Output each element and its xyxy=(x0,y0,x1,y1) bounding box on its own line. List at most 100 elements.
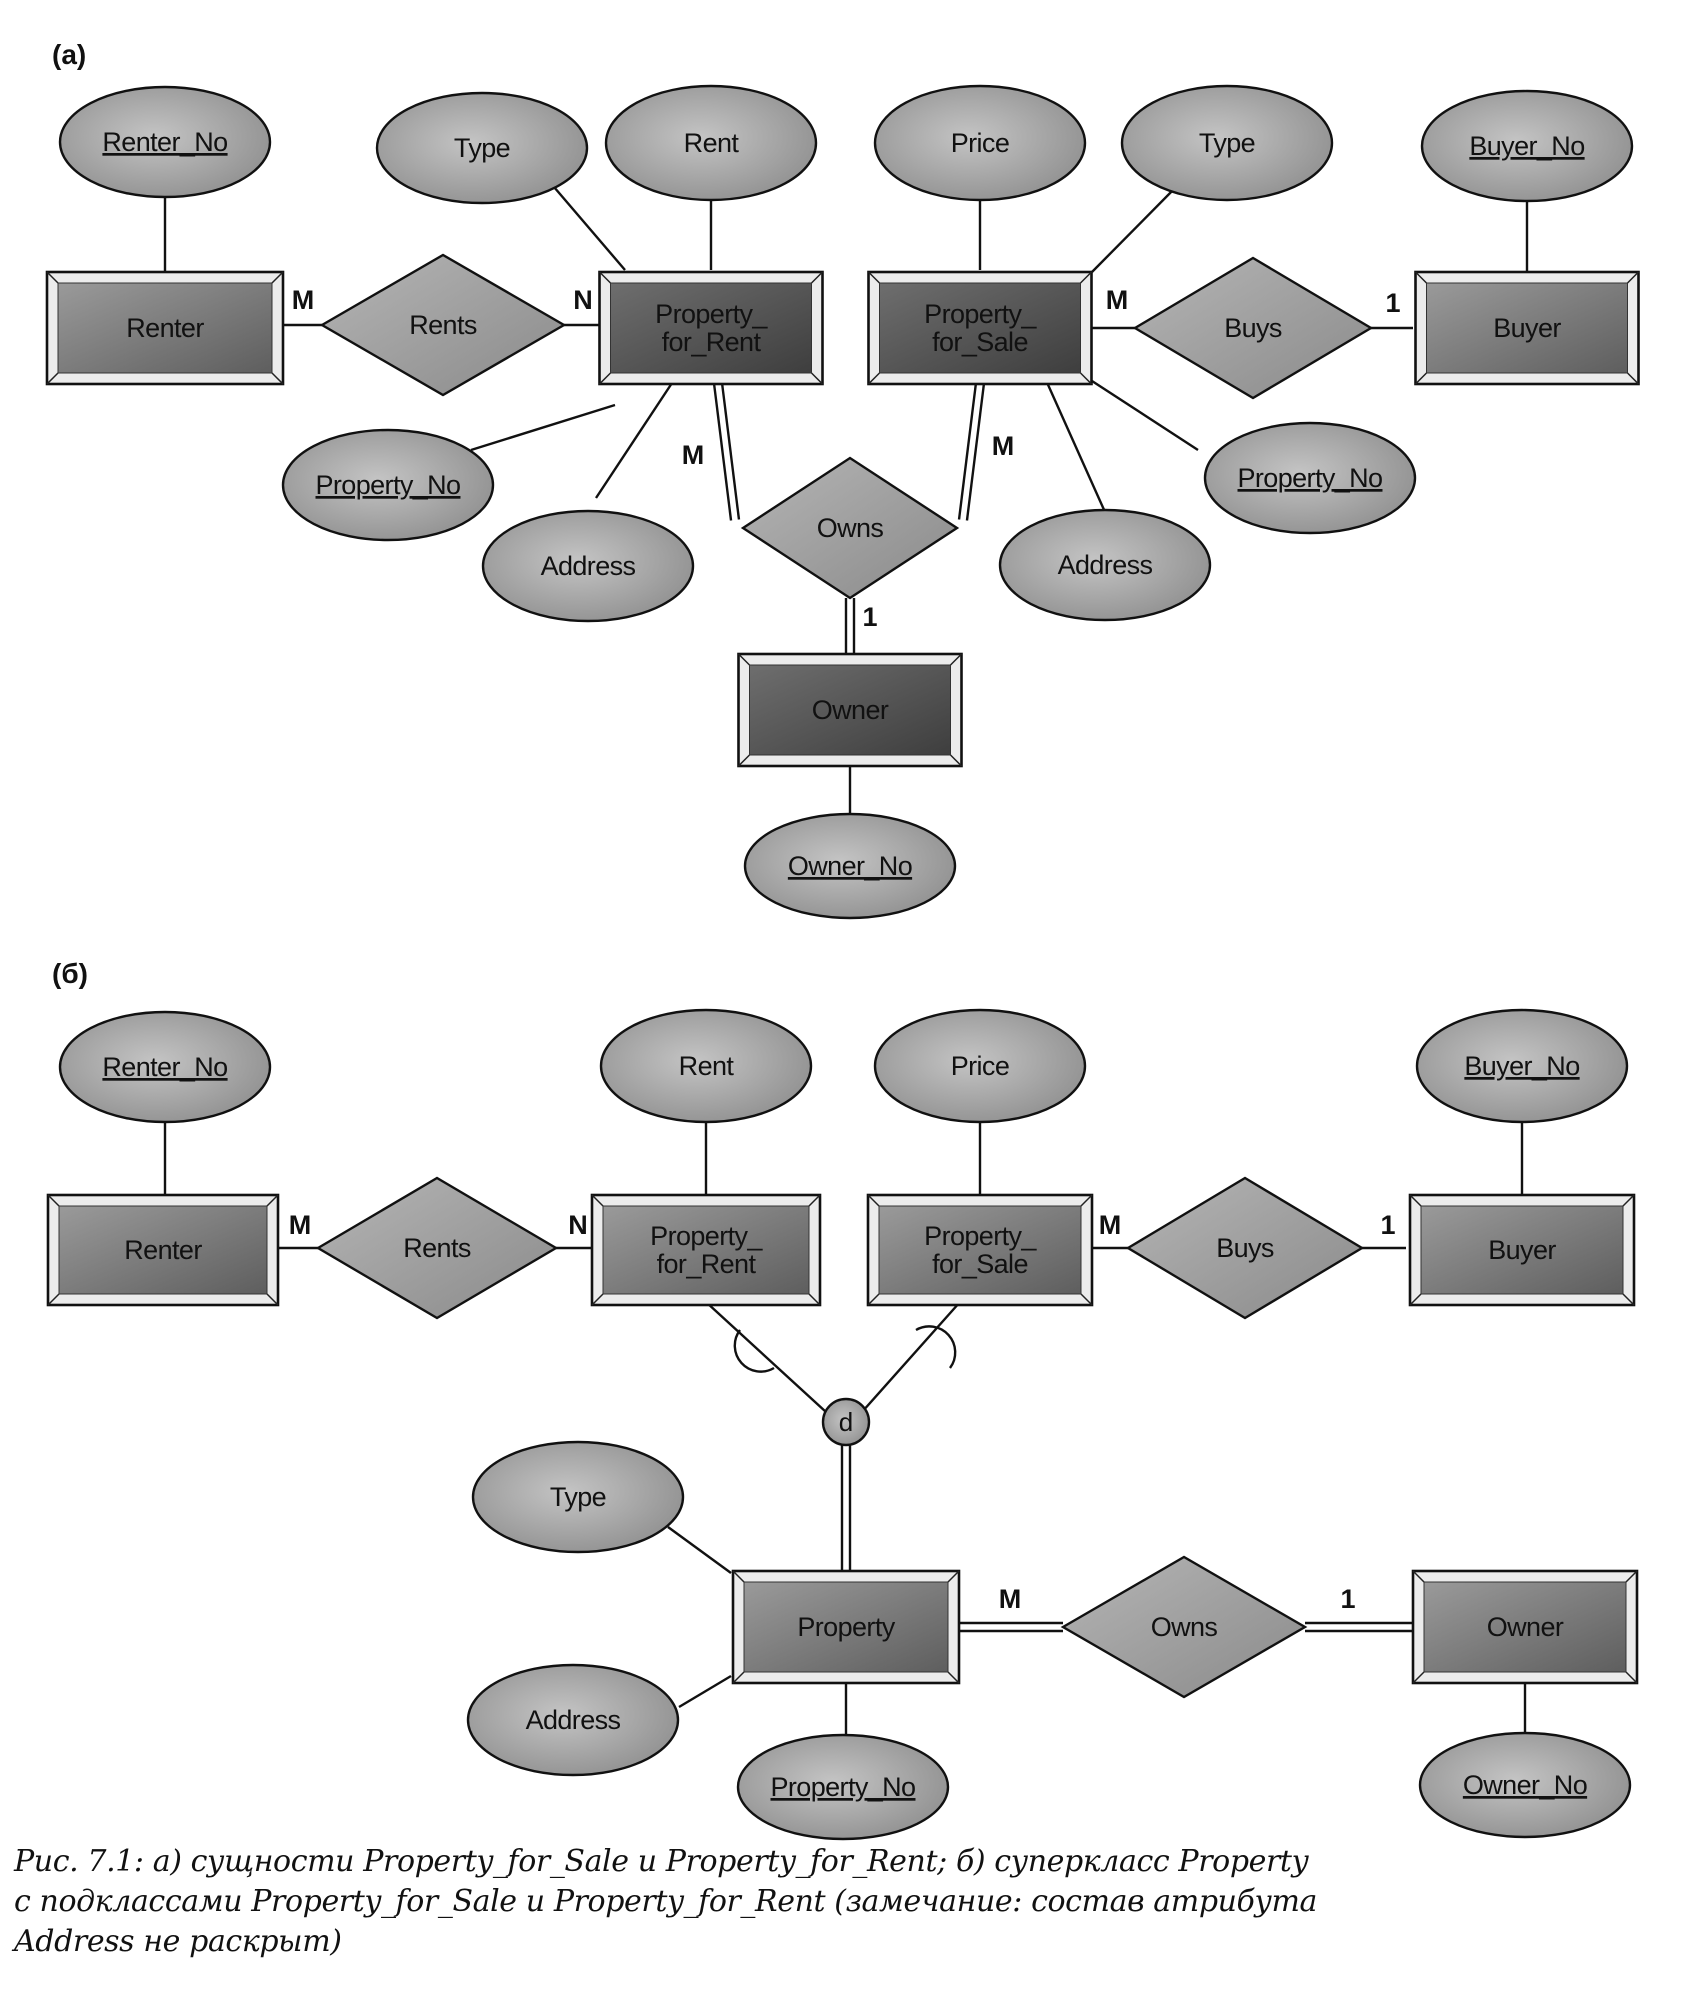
relationship-owns-a-label: Owns xyxy=(817,513,884,543)
line-owns-owner xyxy=(844,598,856,655)
card-owns-owner-b: 1 xyxy=(1340,1584,1355,1614)
line-pfr-address xyxy=(594,382,674,499)
line-pfs-property-no xyxy=(1091,379,1199,452)
line-pfr-property-no xyxy=(470,403,616,452)
card-rents-pfr-b: N xyxy=(568,1210,588,1240)
figure-caption: Рис. 7.1: а) сущности Property_for_Sale … xyxy=(14,1842,1674,1962)
entity-owner-a xyxy=(737,652,963,768)
card-buys-pfs-a: M xyxy=(1106,285,1129,315)
entity-renter-a-label: Renter xyxy=(126,313,204,343)
attribute-pfs-property-no-a xyxy=(1203,421,1417,535)
line-d-property xyxy=(840,1444,852,1573)
attribute-pfr-property-no-a xyxy=(281,428,495,542)
entity-renter-b-label: Renter xyxy=(124,1235,202,1265)
attribute-pfs-price-b xyxy=(873,1008,1087,1124)
relationship-owns-b xyxy=(1060,1555,1308,1699)
entity-renter-a xyxy=(45,270,285,386)
entity-buyer-b xyxy=(1408,1193,1636,1307)
card-rents-pfr-a: N xyxy=(573,285,593,315)
entity-buyer-a xyxy=(1414,270,1640,386)
attribute-pfr-property-no-a-label: Property_No xyxy=(316,470,461,500)
card-buys-buyer-a: 1 xyxy=(1385,288,1400,318)
entity-property-for-sale-b-label: Property_for_Sale xyxy=(924,1221,1037,1279)
line-pfs-type xyxy=(1091,184,1179,273)
card-owns-pfs-a: M xyxy=(992,431,1015,461)
attribute-pfs-address-a xyxy=(998,508,1212,622)
attribute-owner-no-a xyxy=(743,812,957,920)
relationship-rents-a-label: Rents xyxy=(409,310,477,340)
line-pfs-address xyxy=(1043,377,1107,513)
entity-property-for-rent-a xyxy=(598,270,824,386)
line-pfs-d xyxy=(861,1301,961,1413)
line-owns-owner-b xyxy=(1305,1621,1413,1633)
attribute-property-no-b xyxy=(736,1733,950,1841)
attribute-property-address-b xyxy=(466,1663,680,1777)
line-property-owns-b xyxy=(959,1621,1063,1633)
attribute-pfr-rent-a xyxy=(604,84,818,202)
entity-renter-b xyxy=(46,1193,280,1307)
entity-property-b xyxy=(731,1569,961,1685)
attribute-pfr-address-a xyxy=(481,509,695,623)
relationship-owns-b-label: Owns xyxy=(1151,1612,1218,1642)
attribute-pfs-price-b-label: Price xyxy=(951,1051,1010,1081)
line-property-type xyxy=(667,1526,732,1574)
card-rents-renter-b: M xyxy=(289,1210,312,1240)
entity-property-for-sale-a xyxy=(867,270,1093,386)
disjoint-circle xyxy=(821,1397,871,1447)
attribute-pfr-rent-a-label: Rent xyxy=(684,128,740,158)
attribute-renter-no-a xyxy=(58,85,272,199)
relationship-buys-b-label: Buys xyxy=(1216,1233,1274,1263)
subset-arc-pfs xyxy=(915,1325,957,1369)
entity-owner-b-label: Owner xyxy=(1487,1612,1564,1642)
disjoint-label: d xyxy=(839,1407,853,1437)
attribute-buyer-no-b xyxy=(1415,1008,1629,1124)
card-rents-renter-a: M xyxy=(292,285,315,315)
attribute-pfr-address-a-label: Address xyxy=(541,551,636,581)
attribute-buyer-no-a xyxy=(1420,89,1634,203)
relationship-rents-b xyxy=(315,1176,559,1320)
attribute-pfs-address-a-label: Address xyxy=(1058,550,1153,580)
line-property-address xyxy=(678,1674,732,1709)
part-a-label: (a) xyxy=(52,39,86,70)
part-b-label: (б) xyxy=(52,958,88,989)
attribute-pfr-rent-b xyxy=(599,1008,813,1124)
entity-property-b-label: Property xyxy=(797,1612,895,1642)
attribute-renter-no-a-label: Renter_No xyxy=(102,127,227,157)
card-owns-pfr-a: M xyxy=(682,440,705,470)
attribute-property-address-b-label: Address xyxy=(526,1705,621,1735)
attribute-renter-no-b xyxy=(58,1010,272,1124)
line-pfr-type xyxy=(553,186,626,271)
relationship-rents-a xyxy=(319,253,567,397)
attribute-owner-no-b-label: Owner_No xyxy=(1463,1770,1587,1800)
entity-property-for-rent-b-label: Property_for_Rent xyxy=(650,1221,763,1279)
card-owns-property-b: M xyxy=(999,1584,1022,1614)
attribute-property-type-b-label: Type xyxy=(550,1482,606,1512)
attribute-buyer-no-a-label: Buyer_No xyxy=(1469,131,1584,161)
card-buys-pfs-b: M xyxy=(1099,1210,1122,1240)
attribute-pfs-price-a-label: Price xyxy=(951,128,1010,158)
line-pfr-owns xyxy=(712,382,741,521)
attribute-renter-no-b-label: Renter_No xyxy=(102,1052,227,1082)
attribute-property-no-b-label: Property_No xyxy=(771,1772,916,1802)
card-owns-owner-a: 1 xyxy=(862,602,877,632)
attribute-pfr-rent-b-label: Rent xyxy=(679,1051,735,1081)
attribute-property-type-b xyxy=(471,1440,685,1554)
attribute-buyer-no-b-label: Buyer_No xyxy=(1464,1051,1579,1081)
entity-owner-b xyxy=(1411,1569,1639,1685)
caption-line-2: с подклассами Property_for_Sale и Proper… xyxy=(14,1884,1317,1919)
line-pfs-owns xyxy=(957,382,986,521)
attribute-pfs-type-a xyxy=(1120,84,1334,202)
entity-property-for-sale-a-label: Property_for_Sale xyxy=(924,299,1037,357)
attribute-owner-no-a-label: Owner_No xyxy=(788,851,912,881)
subset-arc-pfr xyxy=(733,1329,775,1373)
entity-buyer-b-label: Buyer xyxy=(1488,1235,1556,1265)
relationship-buys-b xyxy=(1125,1176,1365,1320)
attribute-pfr-type-a-label: Type xyxy=(454,133,510,163)
relationship-buys-a xyxy=(1132,256,1374,400)
relationship-rents-b-label: Rents xyxy=(403,1233,471,1263)
caption-line-1: Рис. 7.1: а) сущности Property_for_Sale … xyxy=(14,1844,1309,1879)
relationship-owns-a xyxy=(740,456,960,600)
card-buys-buyer-b: 1 xyxy=(1380,1210,1395,1240)
attribute-pfs-property-no-a-label: Property_No xyxy=(1238,463,1383,493)
